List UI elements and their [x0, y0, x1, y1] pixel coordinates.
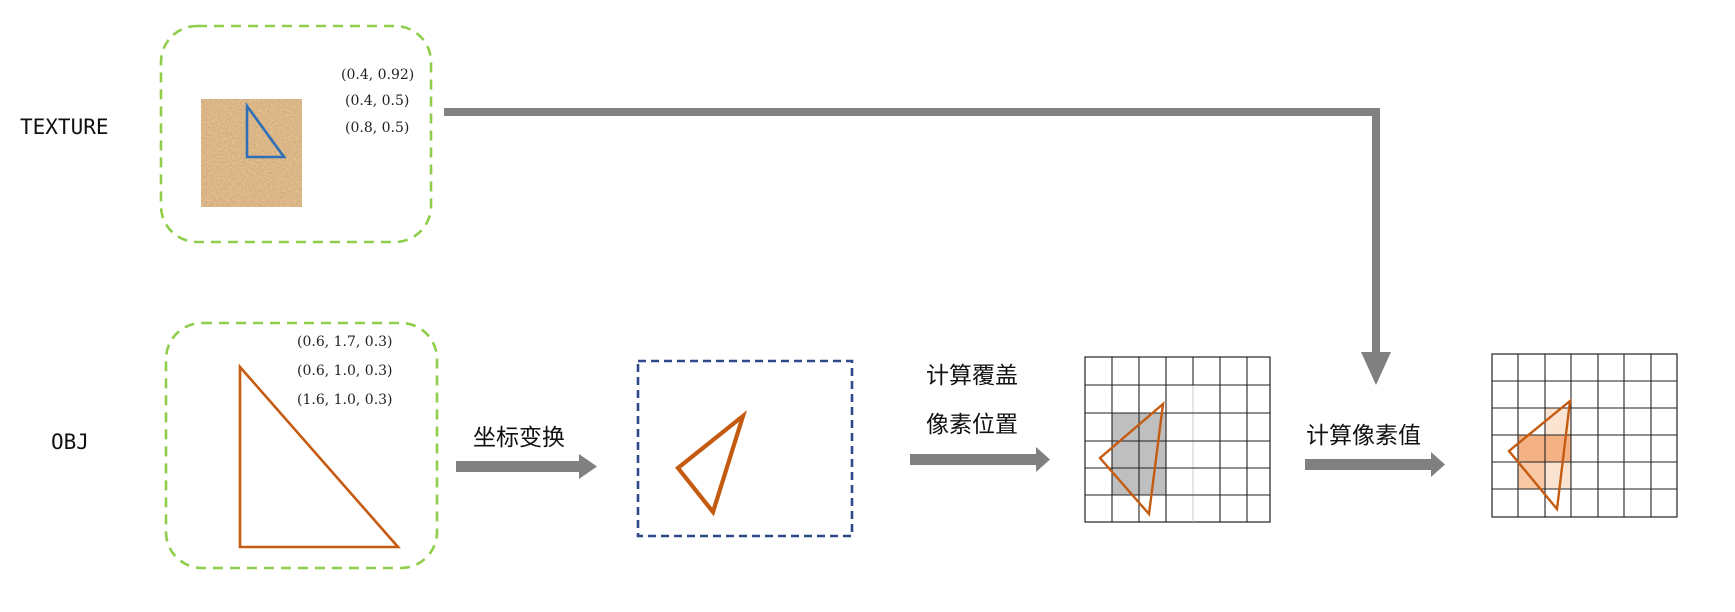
- shaded-grid: [1491, 353, 1678, 518]
- pixel-value-arrow: [1305, 452, 1445, 477]
- obj-coord-3: (1.6, 1.0, 0.3): [297, 392, 393, 408]
- obj-panel: (0.6, 1.7, 0.3) (0.6, 1.0, 0.3) (1.6, 1.…: [164, 321, 439, 570]
- coverage-step-label-line2: 像素位置: [926, 412, 1018, 438]
- coverage-triangle: [1098, 401, 1165, 517]
- uv-coord-1: (0.4, 0.92): [341, 67, 414, 83]
- screen-space-border: [636, 359, 854, 538]
- coverage-grid-lines: [1084, 356, 1271, 523]
- coverage-grid: [1084, 356, 1271, 523]
- transformed-triangle: [675, 410, 748, 517]
- uv-coord-3: (0.8, 0.5): [345, 120, 409, 136]
- screen-space-panel: [636, 359, 854, 538]
- pixel-value-step-label: 计算像素值: [1306, 423, 1421, 449]
- obj-coord-1: (0.6, 1.7, 0.3): [297, 334, 393, 350]
- transform-arrow: [456, 454, 597, 479]
- obj-coord-2: (0.6, 1.0, 0.3): [297, 363, 393, 379]
- cork-texture-image: [201, 99, 302, 207]
- texture-lookup-arrow: [444, 108, 1391, 385]
- covered-pixels: [1112, 413, 1166, 495]
- obj-triangle: [238, 363, 401, 549]
- obj-panel-border: [164, 321, 439, 570]
- shaded-grid-lines: [1491, 353, 1678, 518]
- texture-row-label: TEXTURE: [20, 115, 109, 139]
- coverage-arrow: [910, 447, 1050, 472]
- transform-step-label: 坐标变换: [473, 425, 565, 451]
- texture-panel-border: [159, 24, 433, 244]
- coverage-step-label-line1: 计算覆盖: [926, 363, 1018, 389]
- obj-row-label: OBJ: [51, 430, 89, 454]
- texture-uv-triangle: [245, 101, 287, 159]
- texture-panel: (0.4, 0.92) (0.4, 0.5) (0.8, 0.5): [159, 24, 433, 244]
- shaded-triangle: [1507, 398, 1572, 512]
- uv-coord-2: (0.4, 0.5): [345, 93, 409, 109]
- shaded-pixels: [1518, 408, 1571, 489]
